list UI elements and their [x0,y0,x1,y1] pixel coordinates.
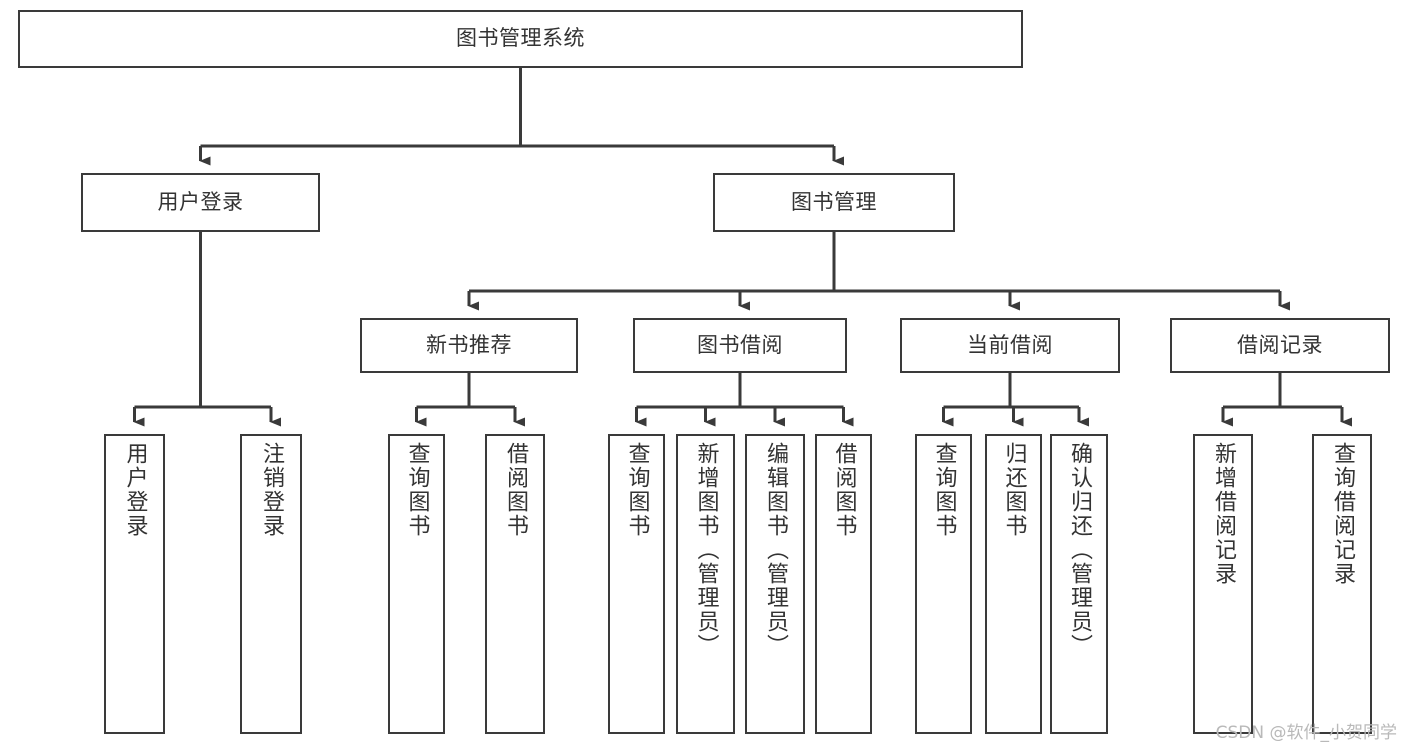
node-leaf-add-borrow-record-label: 新增借阅记录 [1211,442,1236,586]
node-leaf-edit-book-admin-label: 编辑图书（管理员） [763,442,788,658]
node-leaf-return-book[interactable]: 归还图书 [985,434,1042,734]
node-book-manage-label: 图书管理 [791,189,877,214]
node-root-label: 图书管理系统 [456,26,585,51]
node-leaf-add-borrow-record[interactable]: 新增借阅记录 [1193,434,1253,734]
watermark: CSDN @软件_小贺同学 [1215,723,1397,743]
node-current-borrow[interactable]: 当前借阅 [900,318,1120,373]
node-current-borrow-label: 当前借阅 [967,332,1053,357]
node-leaf-borrow-book-1-label: 借阅图书 [503,442,528,538]
node-user-login-label: 用户登录 [157,189,244,214]
node-leaf-borrow-book-1[interactable]: 借阅图书 [485,434,545,734]
node-leaf-query-book-3-label: 查询图书 [931,442,957,538]
node-leaf-query-book-2-label: 查询图书 [624,442,650,538]
node-leaf-user-login[interactable]: 用户登录 [104,434,165,734]
node-leaf-borrow-book-2[interactable]: 借阅图书 [815,434,872,734]
node-new-book-recommend-label: 新书推荐 [426,332,512,357]
node-leaf-query-borrow-record[interactable]: 查询借阅记录 [1312,434,1372,734]
node-leaf-borrow-book-2-label: 借阅图书 [831,442,857,538]
node-leaf-query-book-1[interactable]: 查询图书 [388,434,445,734]
node-leaf-confirm-return-admin-label: 确认归还（管理员） [1067,442,1092,658]
node-root[interactable]: 图书管理系统 [18,10,1023,68]
node-book-manage[interactable]: 图书管理 [713,173,955,232]
node-leaf-return-book-label: 归还图书 [1001,442,1027,538]
node-leaf-user-login-label: 用户登录 [122,442,148,538]
node-leaf-logout-label: 注销登录 [259,442,284,538]
node-borrow-record-label: 借阅记录 [1237,332,1323,357]
node-leaf-add-book-admin[interactable]: 新增图书（管理员） [676,434,735,734]
node-leaf-add-book-admin-label: 新增图书（管理员） [693,442,719,658]
node-borrow-record[interactable]: 借阅记录 [1170,318,1390,373]
node-leaf-query-book-2[interactable]: 查询图书 [608,434,665,734]
node-leaf-query-borrow-record-label: 查询借阅记录 [1330,442,1355,586]
node-book-borrow[interactable]: 图书借阅 [633,318,847,373]
node-leaf-edit-book-admin[interactable]: 编辑图书（管理员） [745,434,805,734]
node-leaf-logout[interactable]: 注销登录 [240,434,302,734]
node-leaf-confirm-return-admin[interactable]: 确认归还（管理员） [1050,434,1108,734]
node-book-borrow-label: 图书借阅 [697,332,783,357]
node-leaf-query-book-1-label: 查询图书 [404,442,430,538]
node-user-login[interactable]: 用户登录 [81,173,320,232]
node-leaf-query-book-3[interactable]: 查询图书 [915,434,972,734]
node-new-book-recommend[interactable]: 新书推荐 [360,318,578,373]
